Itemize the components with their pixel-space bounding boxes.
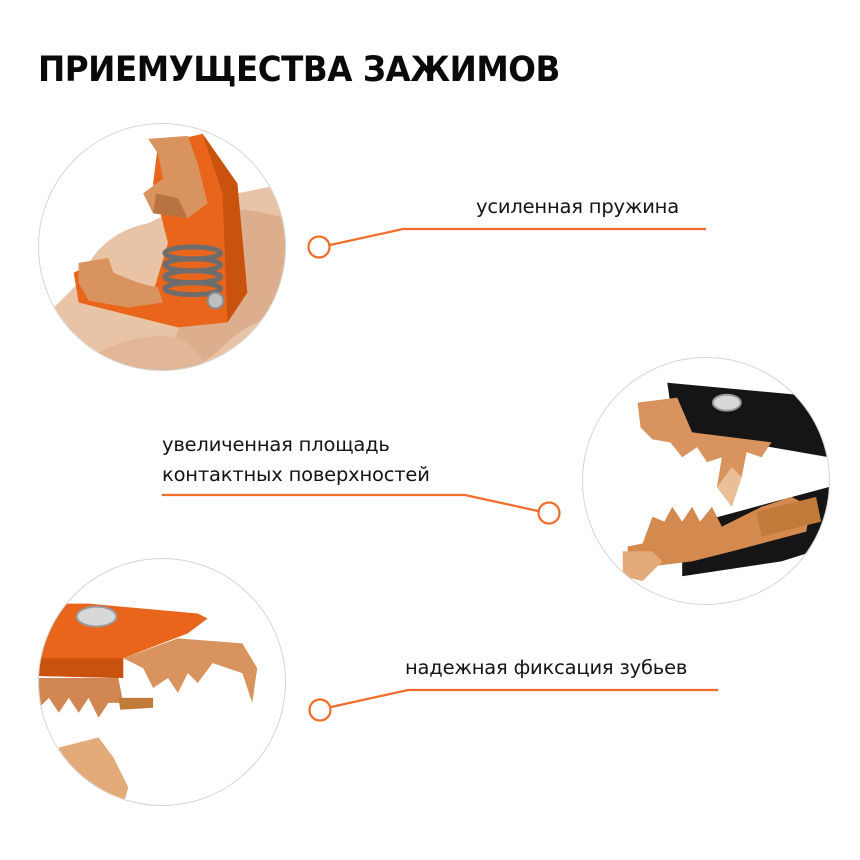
feature-label-contact-line-1: увеличенная площадь: [162, 433, 390, 456]
feature-label-contact-line-2: контактных поверхностей: [162, 463, 430, 486]
connector-line-contact: [162, 493, 539, 513]
connector-dot-spring: [307, 235, 331, 259]
orange-clamp-spring-image: [39, 133, 285, 370]
page-title: ПРИЕМУЩЕСТВА ЗАЖИМОВ: [38, 50, 560, 90]
connector-line-spring: [329, 227, 706, 247]
black-clamp-copper-jaws-image: [622, 382, 829, 582]
connector-line-teeth: [330, 688, 718, 709]
feature-label-teeth: надежная фиксация зубьев: [405, 656, 688, 679]
feature-label-spring: усиленная пружина: [476, 195, 679, 218]
feature-photo-teeth: [38, 558, 286, 806]
connector-dot-teeth: [308, 698, 332, 722]
feature-photo-contact-surface: [582, 357, 830, 605]
connector-dot-contact: [537, 501, 561, 525]
feature-photo-spring: [38, 123, 286, 371]
orange-clamp-teeth-image: [39, 603, 258, 805]
feature-label-contact: увеличенная площадь контактных поверхнос…: [162, 430, 430, 490]
